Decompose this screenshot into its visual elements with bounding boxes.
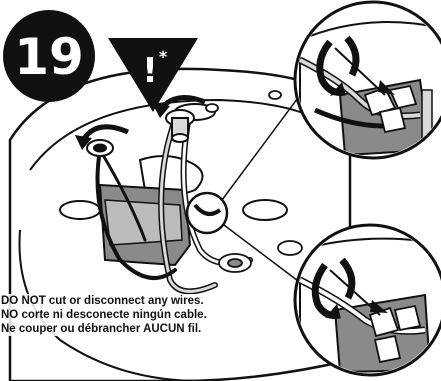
warning-line-es: NO corte ni desconecte ningún cable. — [0, 308, 208, 322]
step-number: 19 — [14, 28, 84, 86]
detail-callout-upper — [295, 2, 441, 160]
warning-superscript: * — [159, 47, 168, 66]
warning-line-en: DO NOT cut or disconnect any wires. — [0, 294, 205, 308]
wiring-compartment — [100, 185, 190, 265]
warning-mark: ! — [142, 51, 158, 91]
step-number-badge: 19 — [3, 10, 95, 102]
screw-post-left — [87, 140, 113, 156]
warning-notice: DO NOT cut or disconnect any wires. NO c… — [0, 294, 250, 336]
warning-line-fr: Ne couper ou débrancher AUCUN fil. — [0, 322, 202, 336]
